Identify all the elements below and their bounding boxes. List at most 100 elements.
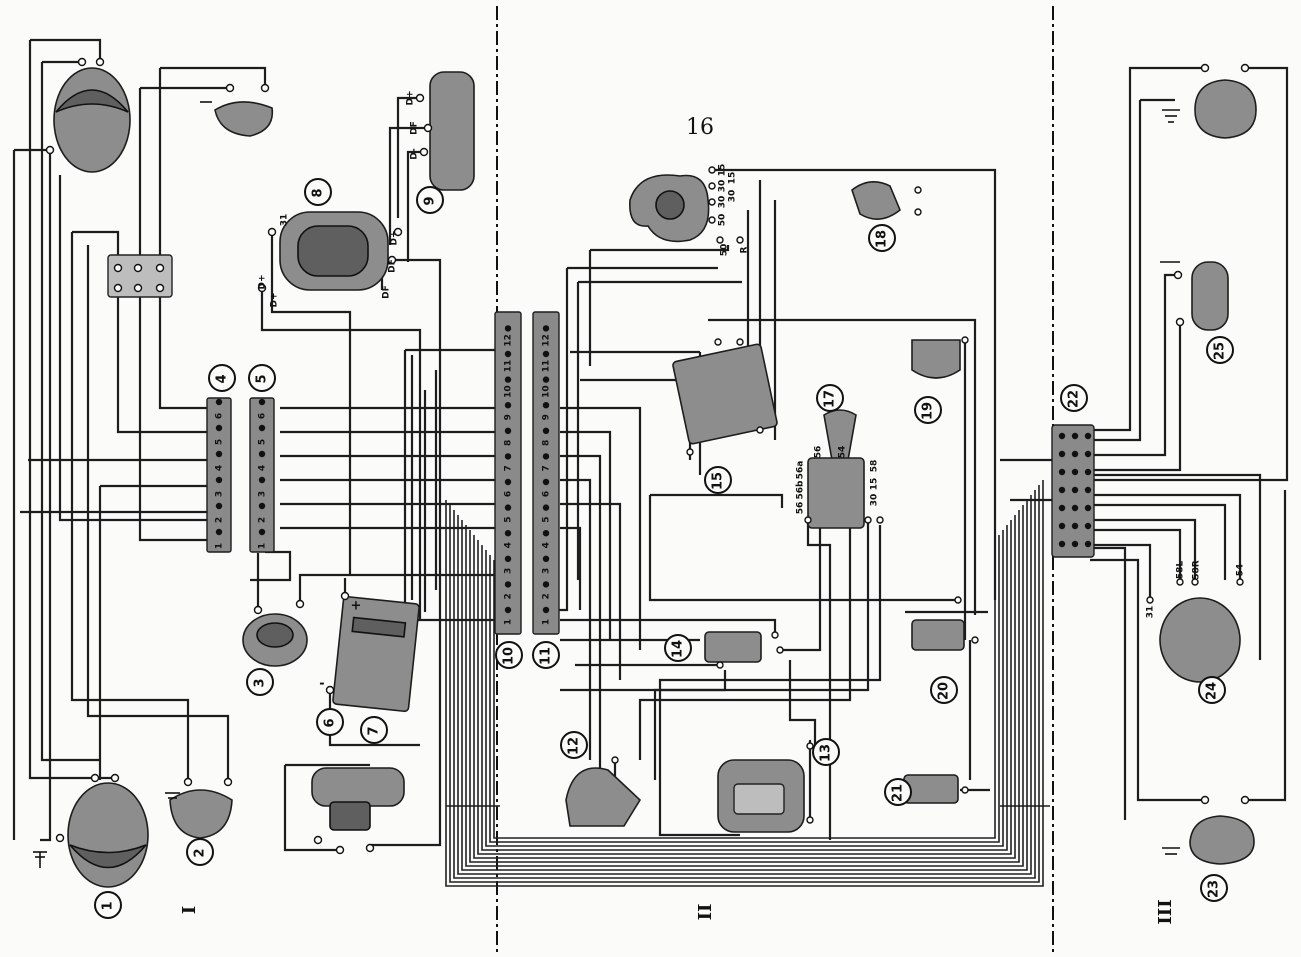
- callout-2-number: 2: [193, 848, 208, 857]
- strip-10-terminal-4-dot: [504, 530, 512, 537]
- taillamp-terminal-2-label: 58R: [1192, 560, 1202, 580]
- block-22-terminal-dot-6-2: [1084, 540, 1092, 548]
- fuse-5-terminal-2-label: 2: [258, 517, 268, 523]
- callout-15-number: 15: [711, 472, 726, 490]
- generator-aux-terminal-1-label: D+: [270, 292, 280, 307]
- stop-light-switch: [851, 181, 922, 220]
- strip-11-terminal-2-label: 2: [542, 593, 552, 599]
- block-22-terminal-dot-0-0: [1058, 432, 1066, 440]
- fuse-5-terminal-1-dot: [258, 528, 266, 536]
- fuse-5-terminal-2-dot: [258, 502, 266, 510]
- ignition-switch: [629, 166, 744, 244]
- block-22-terminal-dot-1-1: [1071, 450, 1079, 458]
- section-3-label: III: [1155, 899, 1176, 924]
- callout-11-number: 11: [539, 647, 554, 665]
- callout-6-number: 6: [323, 718, 338, 727]
- callout-5-circle: [248, 364, 276, 392]
- tail-lamp-right: [1162, 63, 1257, 139]
- license-plate-lamp: [1146, 578, 1244, 683]
- strip-10-terminal-1-label: 1: [504, 619, 514, 625]
- light-switch-terminal-1-label: 56b: [796, 480, 806, 500]
- block-22-terminal-dot-5-2: [1084, 522, 1092, 530]
- starter-motor: [242, 599, 308, 667]
- callout-9-number: 9: [423, 196, 438, 205]
- dimmer-switch: [704, 631, 784, 669]
- light-switch-terminal-2-label: 56: [796, 502, 806, 515]
- callout-1-circle: [94, 891, 122, 919]
- light-switch: [804, 409, 884, 529]
- strip-10-terminal-3-dot: [504, 555, 512, 562]
- block-22-terminal-dot-5-1: [1071, 522, 1079, 530]
- callout-22-number: 22: [1067, 390, 1082, 408]
- callout-23-number: 23: [1207, 880, 1222, 898]
- strip-10-terminal-9-label: 9: [504, 414, 514, 420]
- callout-12-circle: [560, 731, 588, 759]
- headlamp-left: [33, 773, 149, 888]
- battery-negative-label: -: [319, 677, 324, 692]
- block-22-terminal-dot-5-0: [1058, 522, 1066, 530]
- callout-9-circle: [416, 186, 444, 214]
- strip-10-terminal-4-label: 4: [504, 542, 514, 548]
- section-1-label: I: [179, 906, 200, 914]
- wiring-section-3: [1000, 66, 1289, 820]
- callout-19-circle: [914, 396, 942, 424]
- strip-11-terminal-10-label: 10: [542, 385, 552, 398]
- callout-1-number: 1: [101, 901, 116, 910]
- callout-4-number: 4: [215, 374, 230, 383]
- block-22-terminal-dot-1-2: [1084, 450, 1092, 458]
- fuse-5-terminal-6-dot: [258, 398, 266, 406]
- wiper-motor: [311, 767, 405, 855]
- strip-11-terminal-4-label: 4: [542, 542, 552, 548]
- callout-17-circle: [816, 384, 844, 412]
- callout-24-circle: [1198, 676, 1226, 704]
- callout-6-circle: [316, 708, 344, 736]
- block-22-terminal-dot-0-1: [1071, 432, 1079, 440]
- strip-10-terminal-9-dot: [504, 402, 512, 409]
- strip-11-terminal-1-label: 1: [542, 619, 552, 625]
- strip-11-terminal-9-dot: [542, 402, 550, 409]
- fuse-4-terminal-3-dot: [215, 476, 223, 484]
- strip-10-terminal-7-dot: [504, 453, 512, 460]
- block-22-terminal-dot-2-2: [1084, 468, 1092, 476]
- strip-11-terminal-12-label: 12: [542, 334, 552, 347]
- callout-3-number: 3: [253, 678, 268, 687]
- strip-11-terminal-7-dot: [542, 453, 550, 460]
- strip-11-terminal-7-label: 7: [542, 465, 552, 471]
- fuse-5-terminal-3-label: 3: [258, 491, 268, 497]
- strip-11-terminal-5-label: 5: [542, 516, 552, 522]
- fuse-5-terminal-6-label: 6: [258, 413, 268, 419]
- strip-10-terminal-7-label: 7: [504, 465, 514, 471]
- callout-8-number: 8: [311, 188, 326, 197]
- fuse-box-4: [206, 397, 232, 553]
- callout-19-number: 19: [921, 402, 936, 420]
- strip-11-terminal-3-dot: [542, 555, 550, 562]
- strip-11-terminal-11-label: 11: [542, 360, 552, 373]
- headlamp-right: [45, 57, 131, 173]
- strip-10-terminal-8-dot: [504, 427, 512, 434]
- ignition-terminal-6-label: 15: [728, 172, 738, 185]
- block-22-terminal-dot-6-0: [1058, 540, 1066, 548]
- fuse-5-terminal-3-dot: [258, 476, 266, 484]
- fuse-4-terminal-1-label: 1: [215, 543, 225, 549]
- fuse-4-terminal-2-dot: [215, 502, 223, 510]
- fuse-5-terminal-4-dot: [258, 450, 266, 458]
- fuse-4-terminal-1-dot: [215, 528, 223, 536]
- generator-terminal-3-label: D+: [390, 230, 400, 245]
- strip-10-terminal-6-dot: [504, 478, 512, 486]
- cable-bundle: [445, 480, 1050, 887]
- generator-terminal-1-label: DF: [382, 285, 392, 299]
- battery: [325, 591, 420, 713]
- callout-10-circle: [495, 641, 523, 669]
- fuse-4-terminal-3-label: 3: [215, 491, 225, 497]
- regulator-terminal-2-label: D-: [410, 148, 420, 160]
- strip-10-terminal-12-dot: [504, 325, 512, 332]
- strip-10-terminal-12-label: 12: [504, 334, 514, 347]
- callout-11-circle: [532, 641, 560, 669]
- brake-lamp: [1160, 261, 1229, 331]
- strip-10-terminal-3-label: 3: [504, 568, 514, 574]
- strip-11-terminal-3-label: 3: [542, 568, 552, 574]
- callout-22-circle: [1060, 384, 1088, 412]
- generator-terminal-2-label: DF: [388, 259, 398, 273]
- strip-10-terminal-2-dot: [504, 581, 512, 588]
